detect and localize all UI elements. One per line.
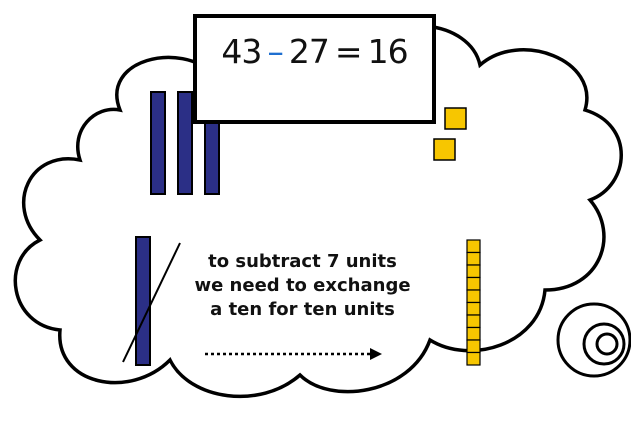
ten-rod-exchanged	[136, 237, 150, 365]
unit-strip-cube	[467, 290, 480, 303]
unit-cube	[434, 139, 455, 160]
ten-units-strip	[467, 240, 480, 365]
unit-strip-cube	[467, 278, 480, 291]
equation-operator: –	[267, 32, 283, 71]
equation-subtrahend: 27	[289, 32, 329, 71]
unit-strip-cube	[467, 340, 480, 353]
equation-box: 43 – 27 = 16	[193, 14, 436, 124]
unit-strip-cube	[467, 303, 480, 316]
equation-minuend: 43	[221, 32, 261, 71]
caption-line: a ten for ten units	[170, 298, 435, 322]
equation-equals: =	[335, 32, 362, 71]
unit-strip-cube	[467, 265, 480, 278]
caption-line: we need to exchange	[170, 274, 435, 298]
equation-result: 16	[368, 32, 408, 71]
thought-bubble	[558, 304, 630, 376]
unit-strip-cube	[467, 315, 480, 328]
exchange-caption: to subtract 7 units we need to exchange …	[170, 250, 435, 322]
unit-strip-cube	[467, 328, 480, 341]
unit-strip-cube	[467, 253, 480, 266]
unit-strip-cube	[467, 240, 480, 253]
caption-line: to subtract 7 units	[170, 250, 435, 274]
unit-strip-cube	[467, 353, 480, 366]
ten-rod	[151, 92, 165, 194]
thought-bubbles	[558, 304, 630, 376]
ten-rod	[178, 92, 192, 194]
unit-cube	[445, 108, 466, 129]
